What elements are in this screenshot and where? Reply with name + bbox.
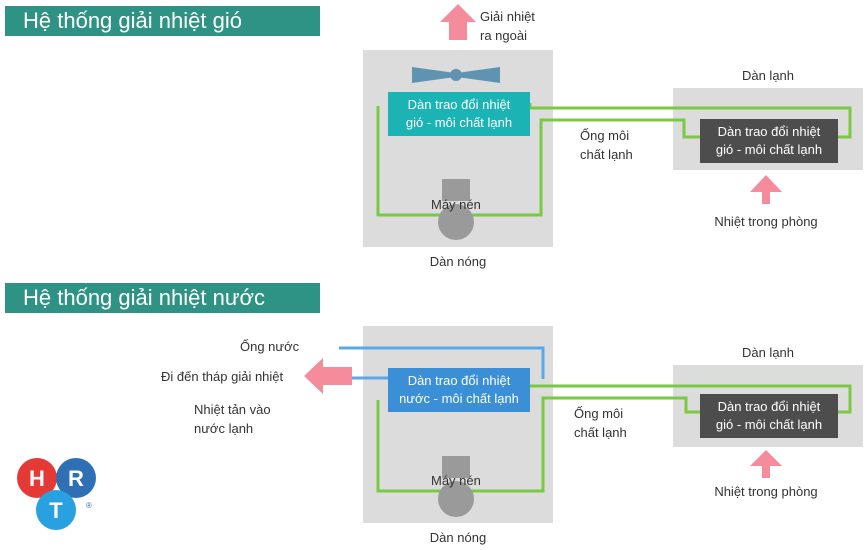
air-condenser-exchanger: Dàn trao đổi nhiệt gió - môi chất lạnh xyxy=(388,92,530,136)
compressor-icon xyxy=(438,456,474,517)
water-condenser-exchanger: Dàn trao đổi nhiệt nước - môi chất lạnh xyxy=(388,368,530,412)
water-refrigerant-pipe-label: Ống môi chất lạnh xyxy=(574,406,627,440)
water-refrigerant-loop xyxy=(376,384,852,493)
water-indoor-unit-label: Dàn lạnh xyxy=(741,345,795,360)
air-compressor-label: Máy nén xyxy=(431,197,481,212)
air-room-heat-label: Nhiệt trong phòng xyxy=(714,214,818,229)
fan-icon xyxy=(412,67,500,83)
water-evaporator-exchanger: Dàn trao đổi nhiệt gió - môi chất lạnh xyxy=(700,394,838,438)
heat-out-label: Giải nhiệt ra ngoài xyxy=(480,9,535,43)
air-system-title: Hệ thống giải nhiệt gió xyxy=(5,6,320,36)
logo-letter-r: R xyxy=(68,466,84,491)
heat-out-arrow xyxy=(440,4,476,40)
compressor-icon xyxy=(438,179,474,240)
air-indoor-unit-label: Dàn lạnh xyxy=(741,68,795,83)
air-evaporator-exchanger: Dàn trao đổi nhiệt gió - môi chất lạnh xyxy=(700,119,838,163)
water-room-heat-label: Nhiệt trong phòng xyxy=(714,484,818,499)
room-heat-arrow xyxy=(750,175,782,204)
water-outdoor-unit-label: Dàn nóng xyxy=(429,530,487,545)
hrt-logo: H R T ® xyxy=(17,458,96,530)
water-system-title: Hệ thống giải nhiệt nước xyxy=(5,283,320,313)
logo-letter-h: H xyxy=(29,466,45,491)
air-refrigerant-loop xyxy=(376,103,852,217)
room-heat-arrow xyxy=(750,450,782,478)
air-pipe-label: Ống môi chất lạnh xyxy=(580,128,633,162)
cooling-tower-label: Đi đến tháp giải nhiệt xyxy=(161,369,284,384)
water-compressor-label: Máy nén xyxy=(431,473,481,488)
heat-to-water-label: Nhiệt tản vào nước lạnh xyxy=(194,402,271,436)
cooling-tower-arrow xyxy=(304,358,352,394)
logo-letter-t: T xyxy=(49,498,63,523)
water-pipe-line xyxy=(339,346,545,379)
water-pipe-label: Ống nước xyxy=(240,339,300,354)
logo-registered-mark: ® xyxy=(86,501,92,510)
air-outdoor-unit-label: Dàn nóng xyxy=(429,254,487,269)
